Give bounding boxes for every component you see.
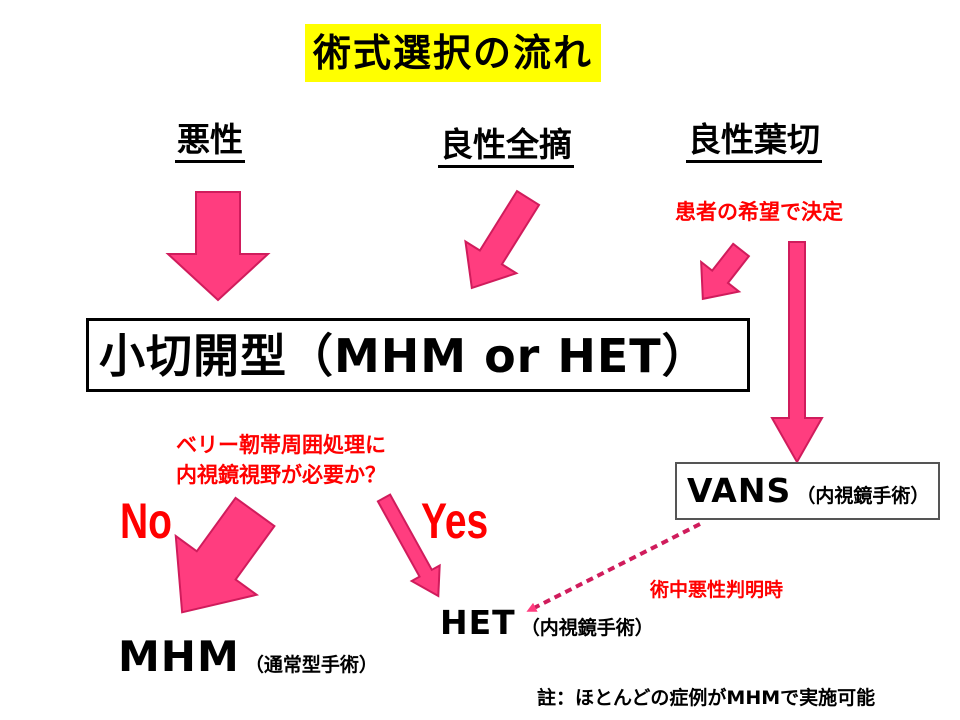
arrow-yes bbox=[376, 493, 441, 598]
patient-wish-label: 患者の希望で決定 bbox=[675, 200, 843, 224]
vans-name: VANS bbox=[687, 471, 792, 510]
category-benign-total: 良性全摘 bbox=[438, 125, 574, 168]
het-detail: （内視鏡手術） bbox=[520, 617, 654, 639]
arrow-patient-choice bbox=[700, 242, 751, 301]
arrow-vans-to-het-dashed bbox=[526, 522, 701, 612]
category-malignant: 悪性 bbox=[175, 120, 245, 163]
question-line-1: ベリー靭帯周囲処理に bbox=[176, 433, 386, 457]
no-label: No bbox=[120, 493, 172, 549]
vans-detail: （内視鏡手術） bbox=[796, 485, 930, 507]
het-result: HET （内視鏡手術） bbox=[440, 603, 654, 642]
mhm-detail: （通常型手術） bbox=[244, 654, 378, 676]
small-incision-box: 小切開型（MHM or HET） bbox=[86, 318, 750, 392]
yes-label: Yes bbox=[421, 493, 489, 549]
arrow-malignant-down bbox=[165, 191, 271, 302]
arrow-no bbox=[174, 496, 276, 614]
footnote: 註：ほとんどの症例がMHMで実施可能 bbox=[537, 687, 876, 709]
vans-box: VANS （内視鏡手術） bbox=[675, 462, 940, 520]
page-title: 術式選択の流れ bbox=[305, 24, 602, 82]
intraop-malignancy-label: 術中悪性判明時 bbox=[650, 579, 784, 601]
het-name: HET bbox=[440, 603, 516, 642]
category-benign-lobectomy: 良性葉切 bbox=[686, 120, 822, 163]
question-line-2: 内視鏡視野が必要か？ bbox=[176, 463, 386, 487]
decision-question: ベリー靭帯周囲処理に 内視鏡視野が必要か？ bbox=[176, 430, 386, 490]
arrow-to-vans bbox=[770, 241, 824, 465]
arrow-benign-total bbox=[464, 189, 541, 290]
mhm-name: MHM bbox=[118, 632, 240, 681]
mhm-result: MHM （通常型手術） bbox=[118, 632, 378, 681]
